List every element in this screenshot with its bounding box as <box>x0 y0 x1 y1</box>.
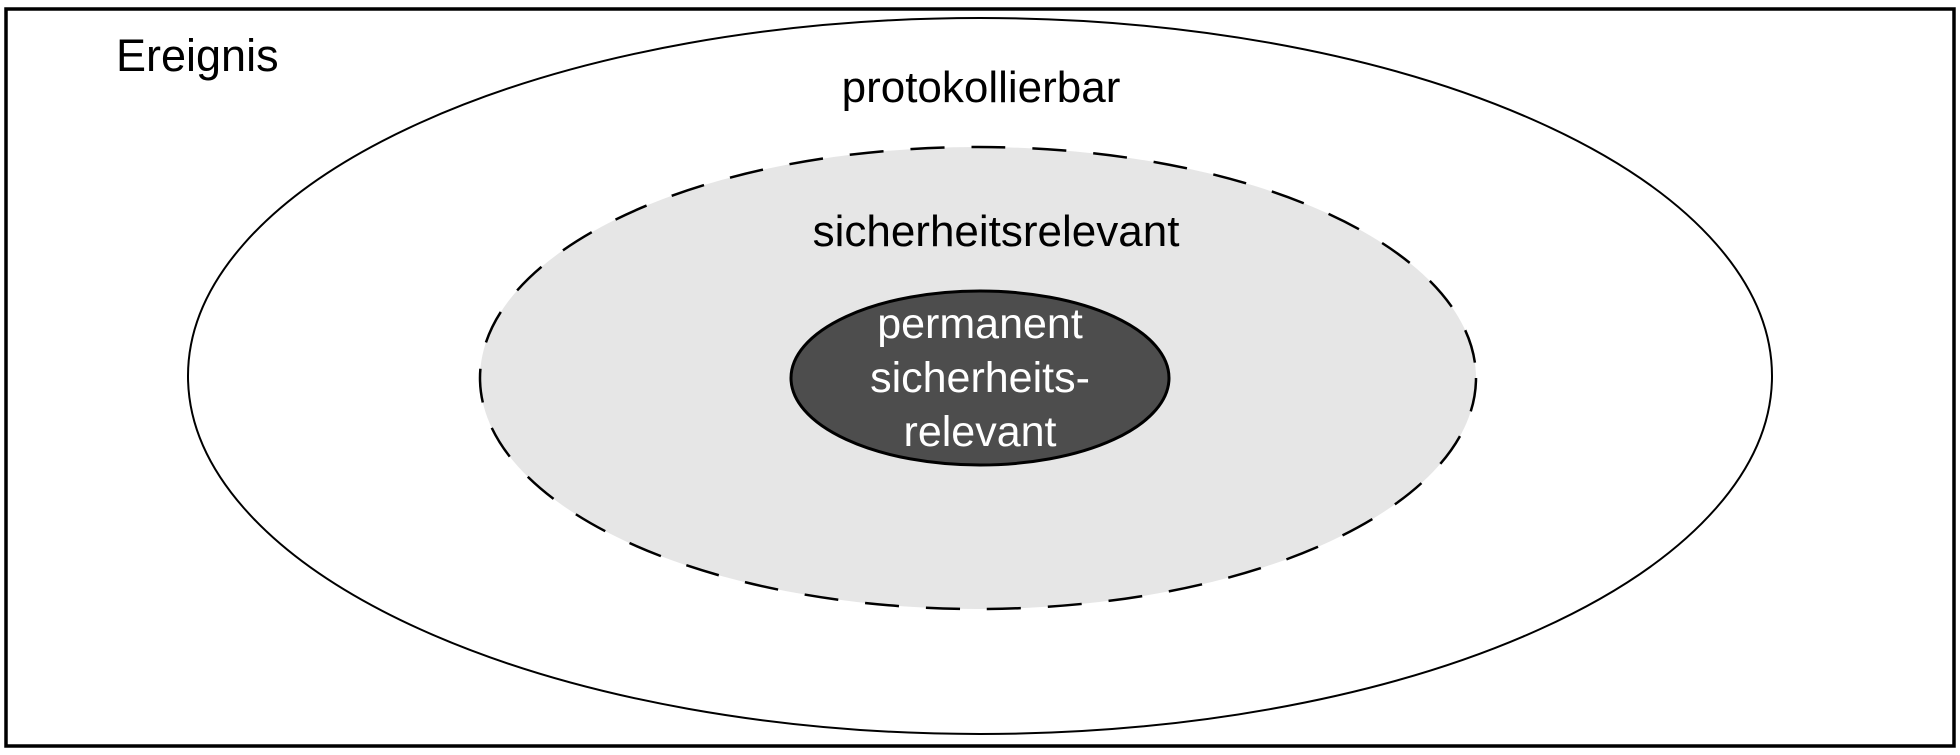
label-protokollierbar: protokollierbar <box>841 63 1121 112</box>
label-ereignis: Ereignis <box>116 30 279 81</box>
label-sicherheitsrelevant: sicherheitsrelevant <box>812 207 1180 256</box>
label-permanent-sicherheitsrelevant: permanent sicherheits- relevant <box>870 297 1090 459</box>
inner-label-line-2: sicherheits- <box>870 354 1090 402</box>
inner-label-line-3: relevant <box>903 408 1057 456</box>
permanent-sicherheitsrelevant-ellipse <box>789 289 1171 467</box>
inner-label-line-1: permanent <box>877 300 1083 348</box>
